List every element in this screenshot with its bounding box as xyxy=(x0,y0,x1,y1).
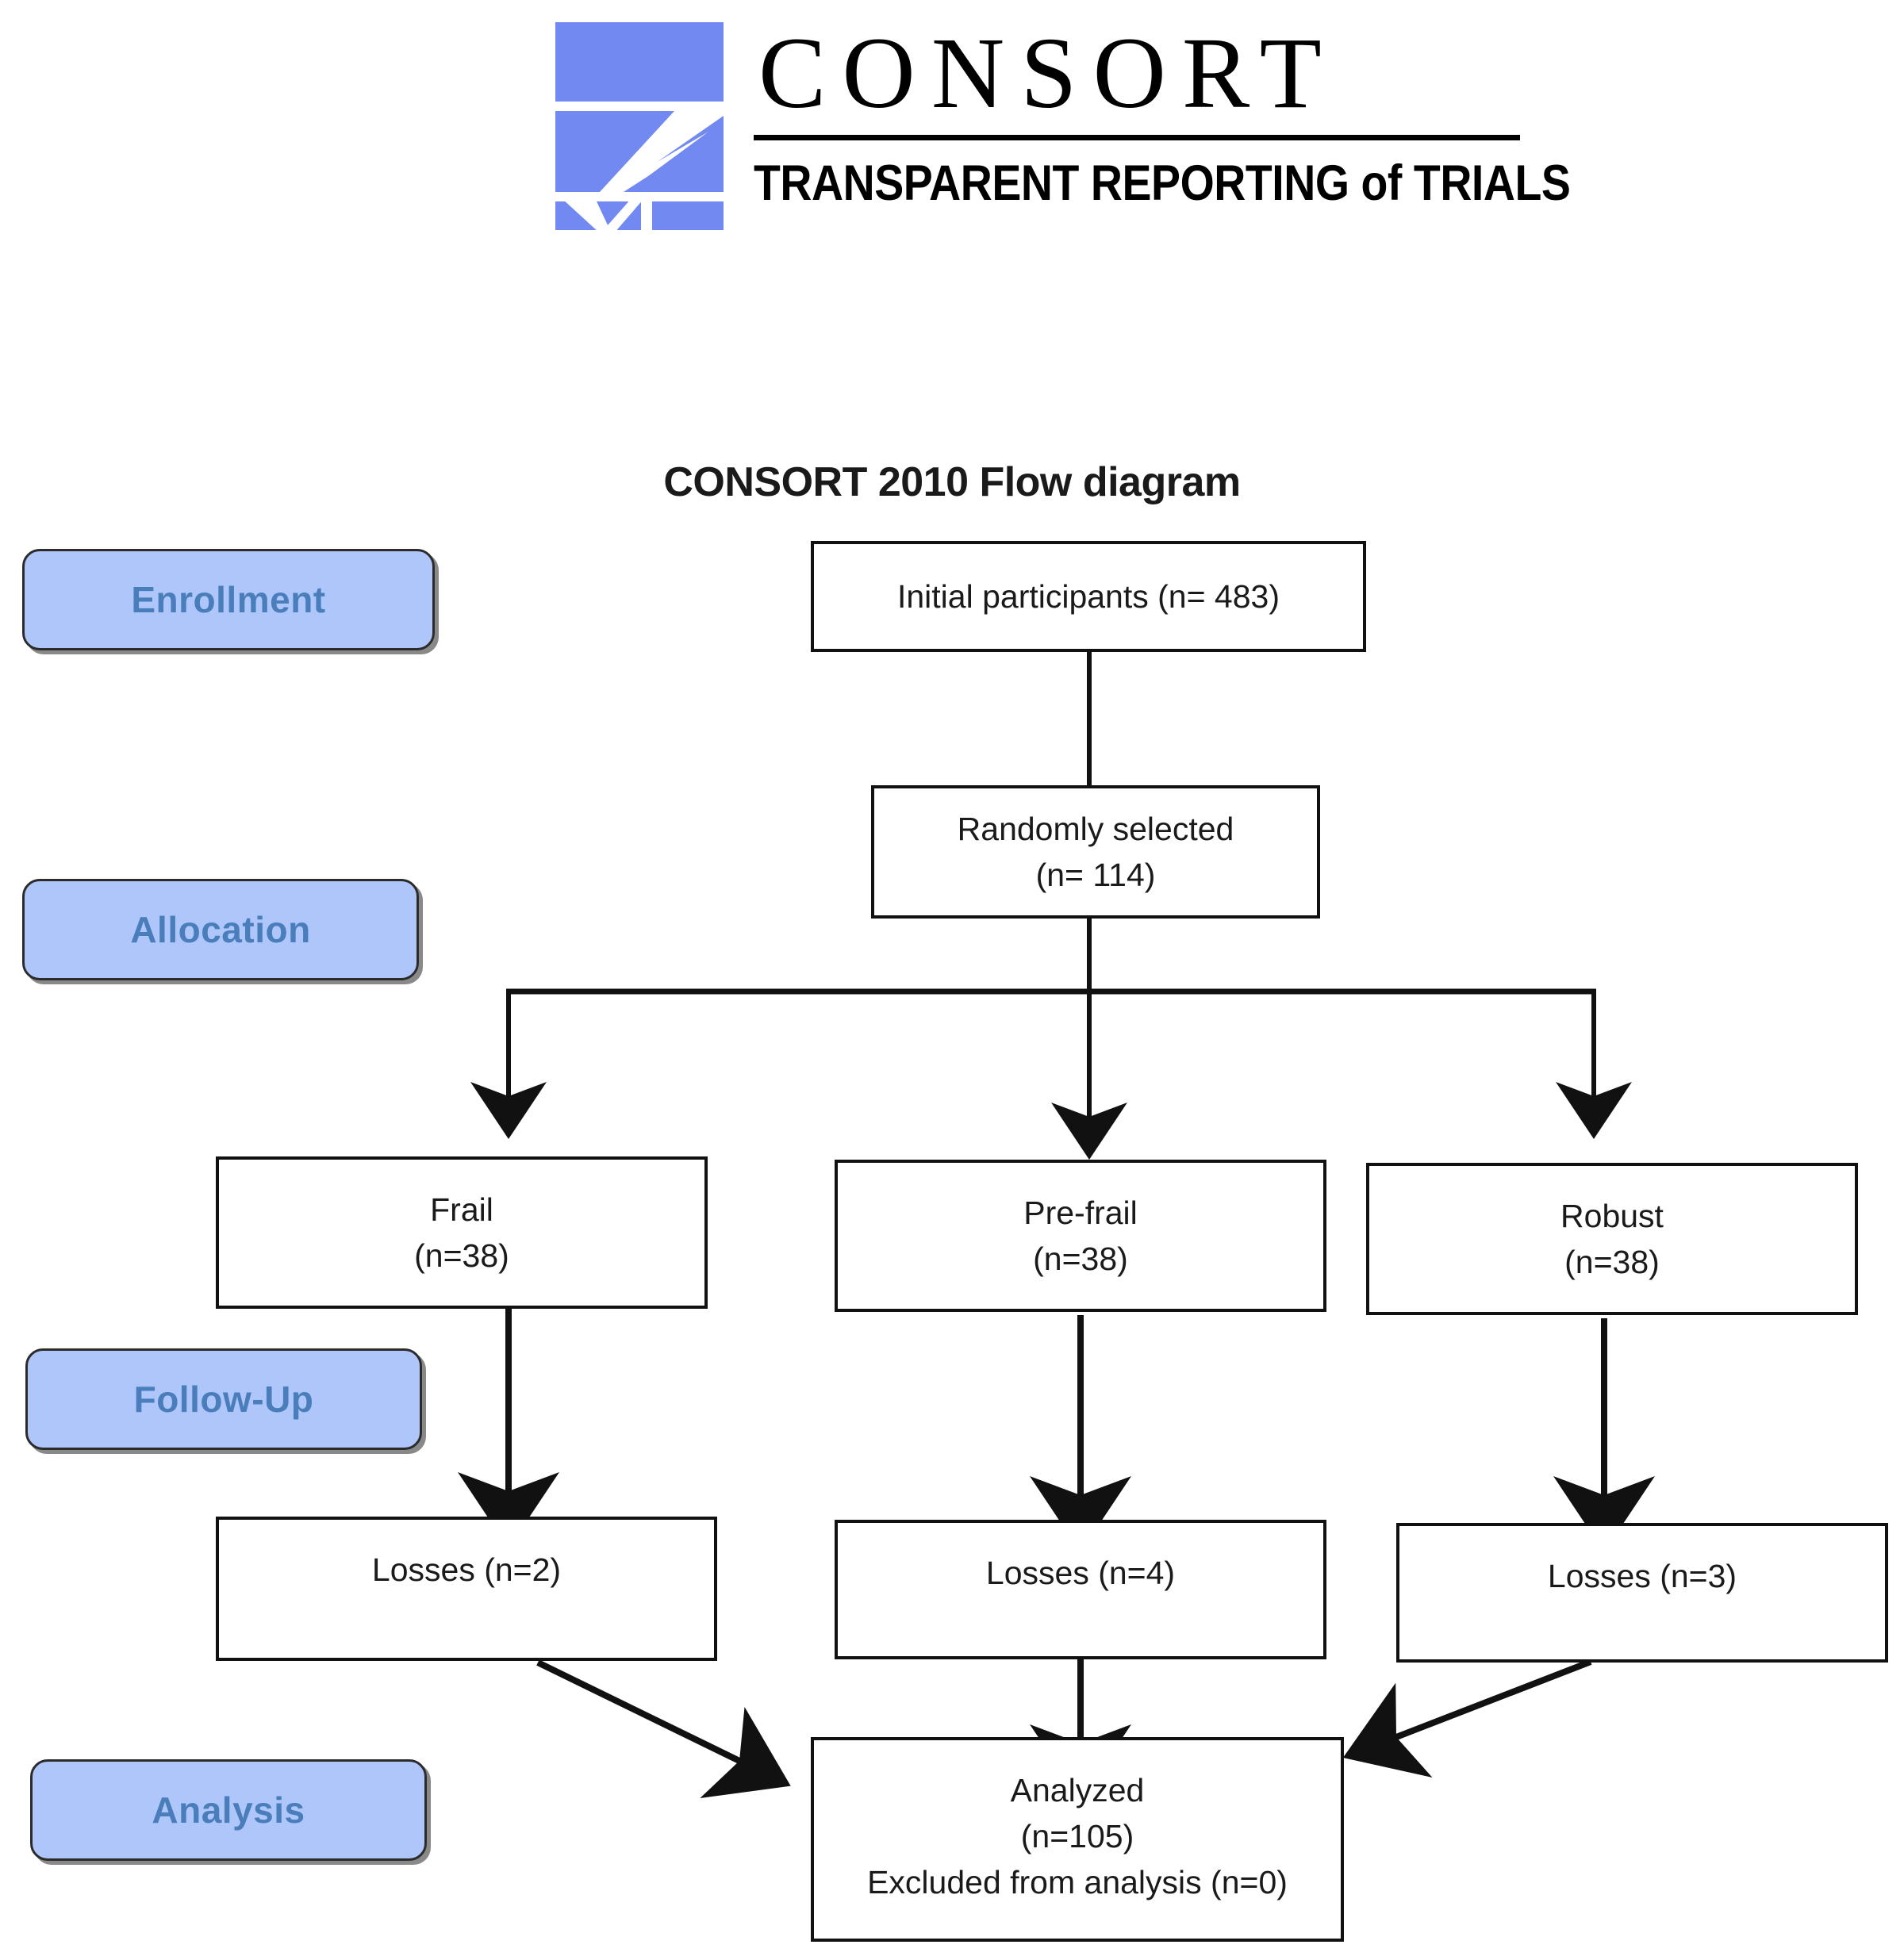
node-losses-robust-line-1: Losses (n=3) xyxy=(1547,1558,1737,1594)
stage-label-enrollment-text: Enrollment xyxy=(131,579,326,620)
stage-label-enrollment[interactable]: Enrollment xyxy=(22,549,435,650)
node-randomly-selected: Randomly selected (n= 114) xyxy=(871,785,1320,919)
node-group-prefrail: Pre-frail (n=38) xyxy=(835,1160,1326,1312)
node-randomized-line-2: (n= 114) xyxy=(1035,857,1156,893)
consort-wordmark: CONSORT TRANSPARENT REPORTING of TRIALS xyxy=(754,17,1571,230)
node-initial-line-1: Initial participants (n= 483) xyxy=(896,577,1280,615)
node-frail-line-1: Frail xyxy=(430,1191,493,1228)
wordmark-divider xyxy=(754,135,1520,140)
node-losses-frail-line-1: Losses (n=2) xyxy=(371,1551,562,1588)
stage-label-analysis[interactable]: Analysis xyxy=(30,1759,427,1861)
stage-label-allocation[interactable]: Allocation xyxy=(22,879,419,980)
node-robust-line-2: (n=38) xyxy=(1564,1244,1660,1281)
stage-label-follow-up-text: Follow-Up xyxy=(133,1379,314,1420)
node-prefrail-line-1: Pre-frail xyxy=(1023,1195,1138,1231)
node-losses-prefrail: Losses (n=4) xyxy=(835,1520,1326,1659)
stage-label-follow-up[interactable]: Follow-Up xyxy=(25,1348,422,1450)
node-analyzed-line-1: Analyzed xyxy=(1010,1772,1145,1808)
node-losses-frail: Losses (n=2) xyxy=(216,1517,717,1661)
stage-label-analysis-text: Analysis xyxy=(152,1789,305,1831)
node-frail-line-2: (n=38) xyxy=(414,1237,509,1275)
node-randomized-line-1: Randomly selected xyxy=(957,810,1234,847)
consort-checkmark-logo-icon xyxy=(555,22,724,230)
node-analyzed: Analyzed (n=105) Excluded from analysis … xyxy=(811,1737,1344,1942)
node-initial-participants: Initial participants (n= 483) xyxy=(811,541,1366,652)
consort-logo: CONSORT TRANSPARENT REPORTING of TRIALS xyxy=(555,17,1571,230)
node-losses-prefrail-line-1: Losses (n=4) xyxy=(985,1555,1176,1591)
node-prefrail-line-2: (n=38) xyxy=(1033,1241,1128,1278)
edge-lossesfrail-to-analyzed xyxy=(536,1659,791,1798)
stage-label-allocation-text: Allocation xyxy=(130,909,311,950)
edge-lossesrobust-to-analyzed xyxy=(1342,1659,1592,1778)
node-group-frail: Frail (n=38) xyxy=(216,1156,708,1309)
node-losses-robust: Losses (n=3) xyxy=(1396,1523,1888,1663)
wordmark-title: CONSORT xyxy=(758,17,1338,129)
wordmark-tagline: TRANSPARENT REPORTING of TRIALS xyxy=(754,155,1571,211)
node-analyzed-line-3: Excluded from analysis (n=0) xyxy=(867,1864,1288,1901)
node-analyzed-line-2: (n=105) xyxy=(1020,1818,1134,1855)
diagram-title: CONSORT 2010 Flow diagram xyxy=(663,459,1241,505)
node-robust-line-1: Robust xyxy=(1560,1198,1664,1234)
node-group-robust: Robust (n=38) xyxy=(1366,1163,1858,1315)
